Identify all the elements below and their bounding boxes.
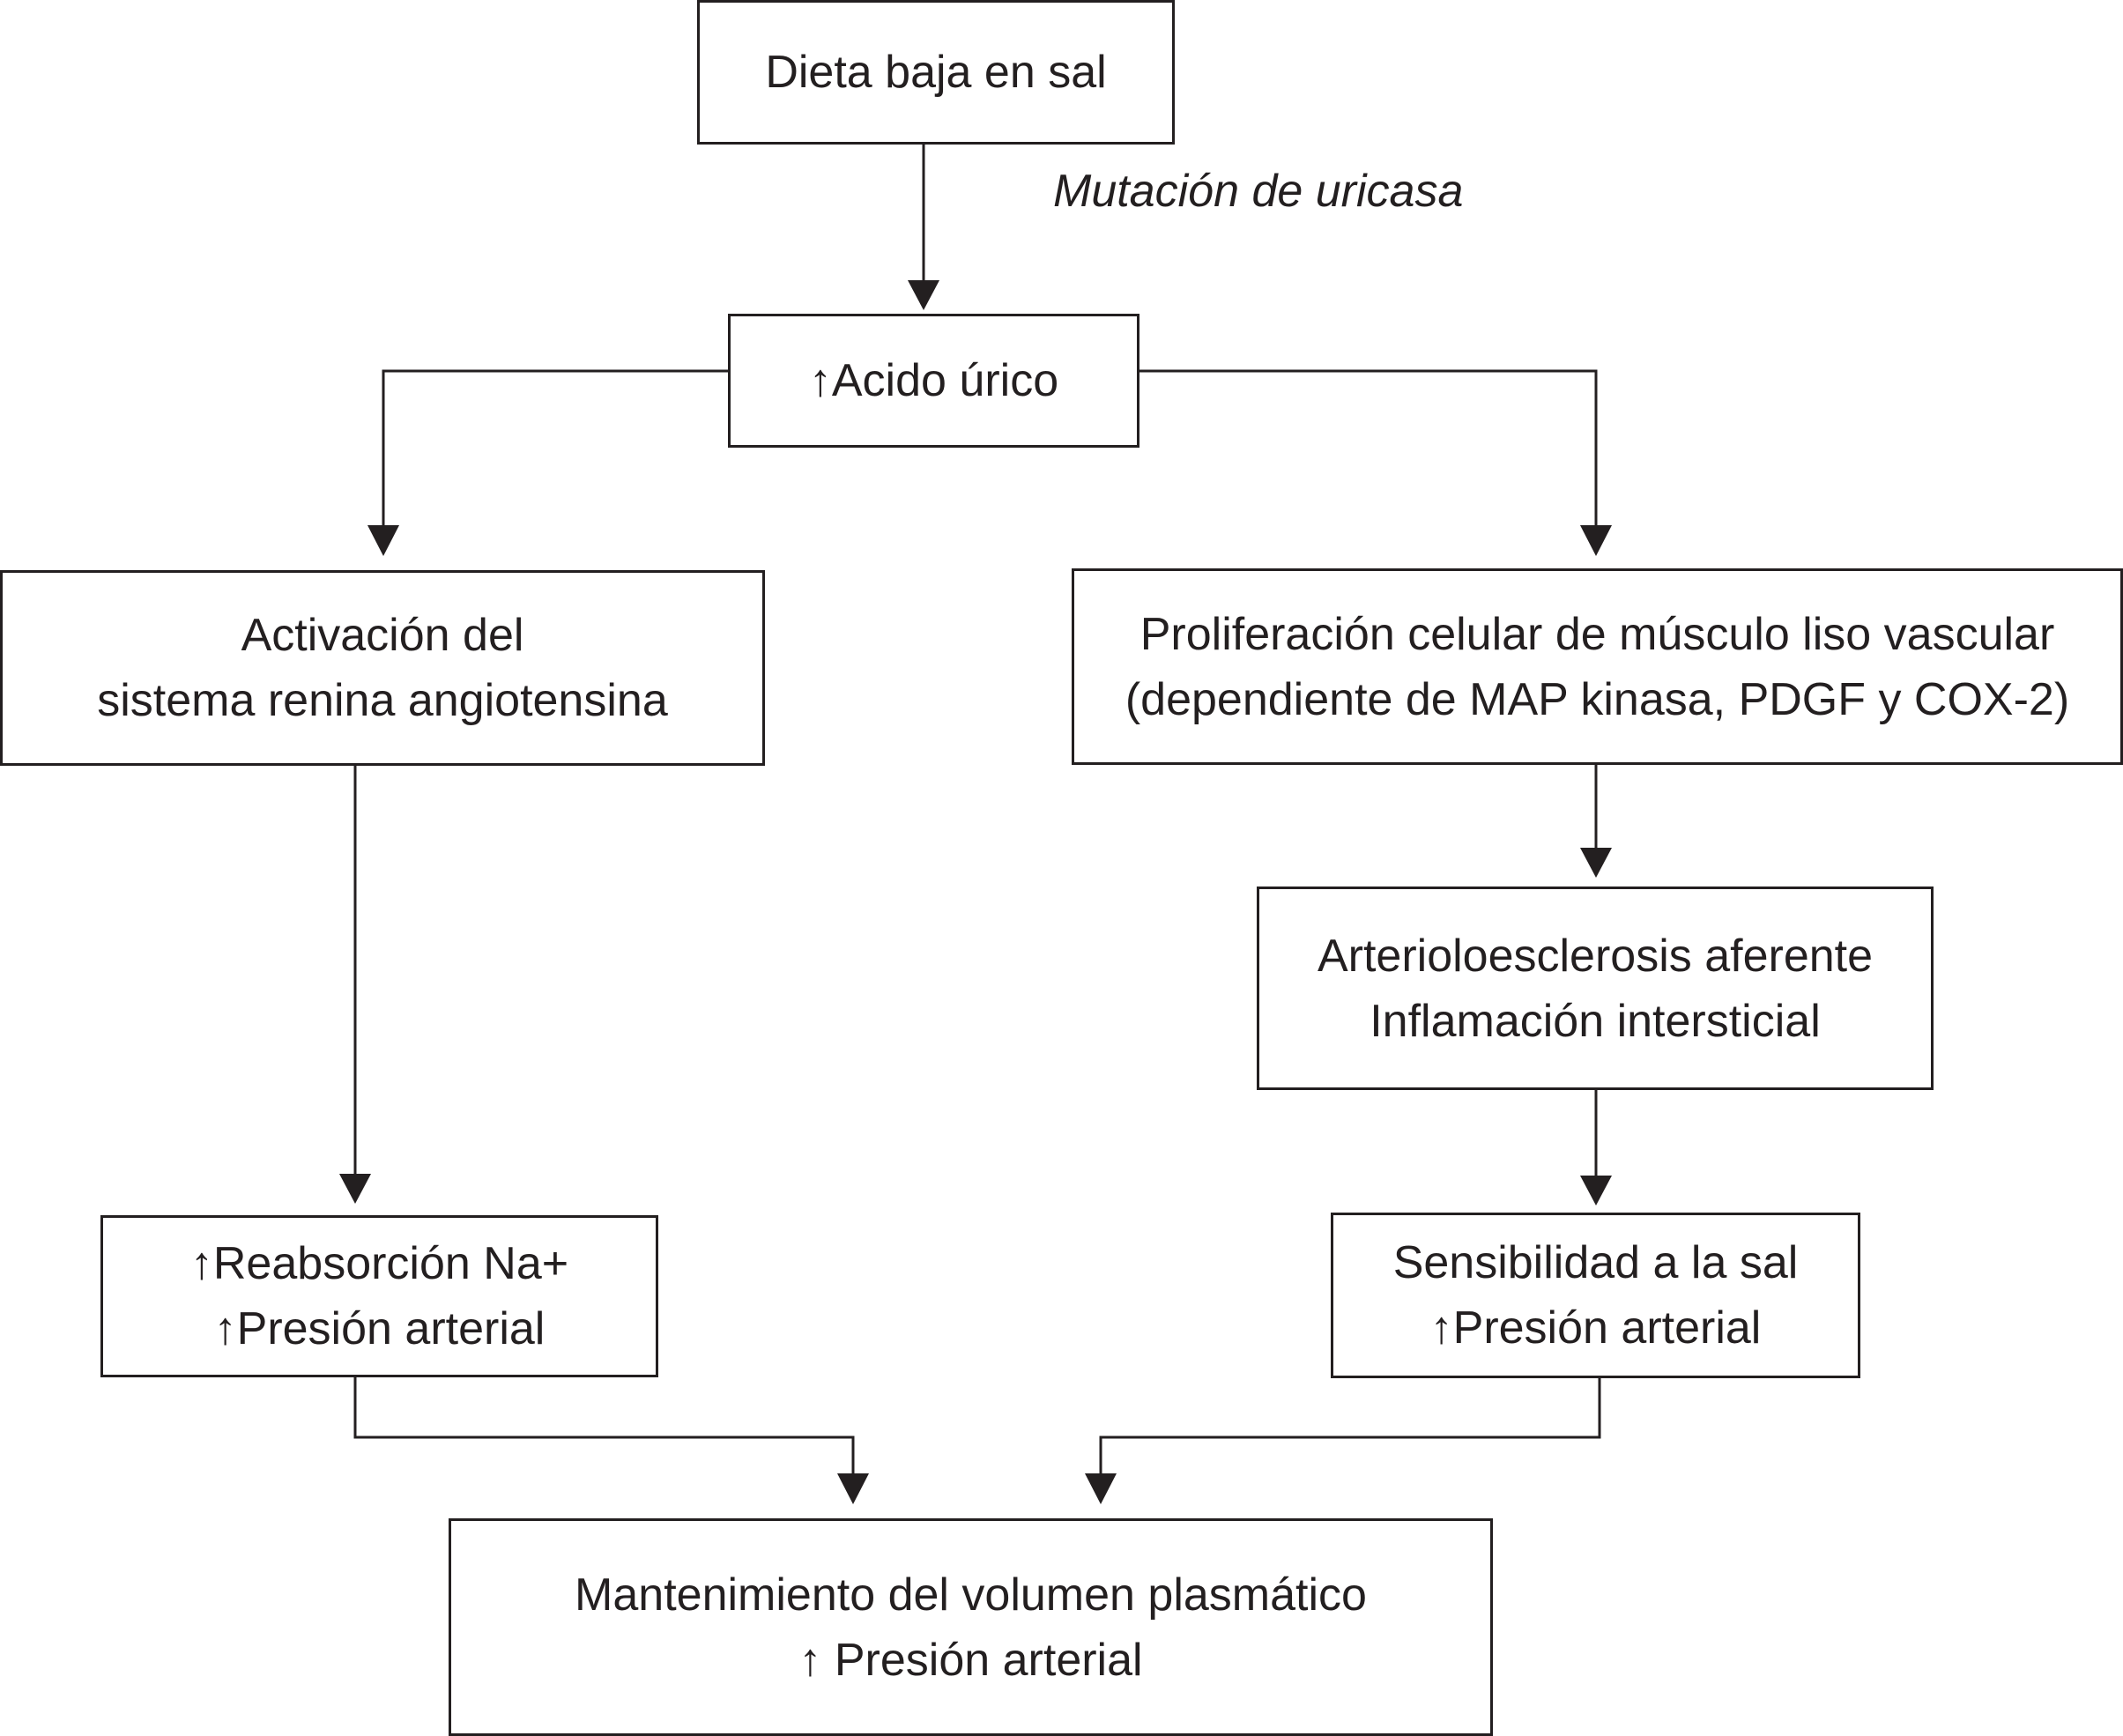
node-activacion-sistema-renina: Activación del sistema renina angiotensi… [0,570,765,766]
node-label-line: Mantenimiento del volumen plasmático [575,1569,1367,1621]
node-sensibilidad-sal: Sensibilidad a la sal ↑Presión arterial [1331,1213,1860,1378]
arrowhead-sensibilidad-mantenimiento [1085,1473,1117,1504]
annotation-mutacion-uricasa: Mutación de uricasa [1053,166,1464,217]
node-label-line: ↑Acido úrico [808,355,1059,406]
node-label-line: Dieta baja en sal [765,47,1107,98]
node-label-line: Sensibilidad a la sal [1392,1237,1799,1288]
node-label-line: ↑Reabsorción Na+ [189,1238,569,1289]
node-mantenimiento-volumen: Mantenimiento del volumen plasmático ↑ P… [449,1518,1493,1736]
edge-sensibilidad-mantenimiento [1099,1378,1601,1473]
arrowhead-arterio-sensibilidad [1580,1176,1612,1206]
node-arterioloesclerosis: Arterioloesclerosis aferente Inflamación… [1257,887,1934,1090]
node-reabsorcion-na: ↑Reabsorción Na+ ↑Presión arterial [100,1215,658,1377]
node-dieta-baja-en-sal: Dieta baja en sal [697,0,1175,145]
edge-acido-proliferacion [1139,369,1598,525]
edge-acido-activacion [382,369,728,525]
node-label-line: ↑ Presión arterial [798,1634,1143,1686]
arrowhead-acido-activacion [367,525,399,556]
arrowhead-dieta-acido [908,280,939,310]
node-label-line: Arterioloesclerosis aferente [1317,930,1874,982]
node-label-line: Proliferación celular de músculo liso va… [1139,608,2055,660]
node-label-line: ↑Presión arterial [213,1303,546,1354]
arrowhead-activacion-reabsorcion [339,1174,371,1204]
node-label-line: (dependiente de MAP kinasa, PDGF y COX-2… [1125,673,2070,725]
node-label-line: ↑Presión arterial [1429,1302,1762,1354]
node-label-line: sistema renina angiotensina [97,675,668,726]
node-label-line: Inflamación intersticial [1370,995,1821,1047]
node-acido-urico: ↑Acido úrico [728,314,1139,448]
arrowhead-acido-proliferacion [1580,525,1612,556]
edge-reabsorcion-mantenimiento [353,1377,855,1473]
arrowhead-reabsorcion-mantenimiento [837,1473,869,1504]
node-label-line: Activación del [241,610,524,661]
node-proliferacion-celular: Proliferación celular de músculo liso va… [1072,568,2123,765]
arrowhead-proliferacion-arterio [1580,848,1612,878]
